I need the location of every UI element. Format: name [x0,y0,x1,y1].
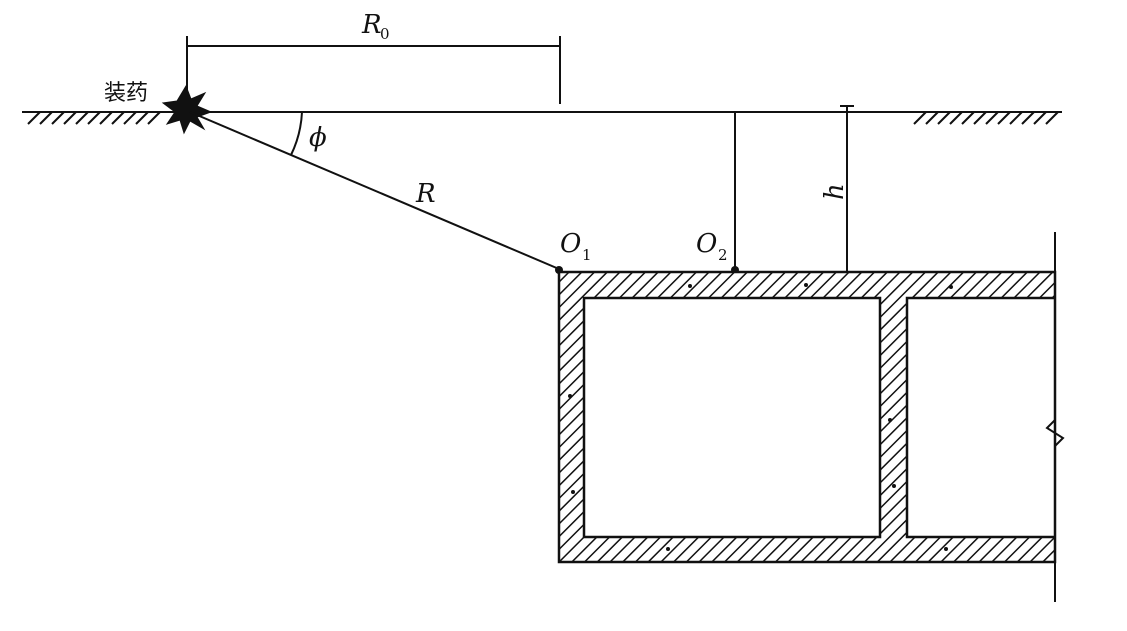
tunnel-structure [557,270,1057,564]
ground-hatch-left [27,111,161,125]
o2-label: O [696,229,717,259]
ground-hatch-right [913,111,1059,125]
angle-phi-arc [290,111,303,156]
r0-dimension [186,36,561,104]
tunnel-wall-section [557,270,1057,564]
distance-r-line [189,111,560,270]
concrete-speckles [568,283,953,551]
depth-h-label: h [820,183,850,200]
break-line [1045,232,1065,602]
r0-label: R [361,10,382,40]
o1-label: O [560,229,581,259]
o2-subscript: 2 [718,246,728,264]
r0-subscript: 0 [380,25,390,43]
distance-r-label: R [415,179,436,209]
charge-star-icon [161,84,213,135]
charge-label: 装药 [104,81,148,106]
angle-phi-label: ϕ [309,123,327,153]
o1-subscript: 1 [582,246,592,264]
